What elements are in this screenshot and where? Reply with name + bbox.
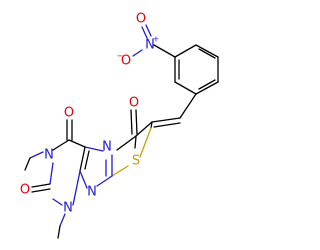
bond — [139, 127, 152, 158]
bond — [31, 188, 51, 193]
bond — [84, 150, 90, 170]
atom-oxygen-nitro-top: O — [136, 12, 146, 27]
bond — [195, 81, 219, 95]
bond — [145, 24, 152, 37]
bond — [174, 44, 197, 58]
bond — [198, 48, 216, 59]
bond — [31, 183, 51, 188]
bond — [59, 213, 66, 227]
bond — [84, 146, 104, 152]
bond — [79, 146, 86, 172]
atom-nitrogen-lower: N — [87, 185, 97, 200]
bond — [195, 44, 219, 58]
bond — [57, 225, 61, 239]
bond — [151, 117, 181, 123]
bond — [52, 198, 63, 206]
atom-nitrogen-methyl-bottom: N — [63, 201, 73, 216]
bond — [49, 162, 54, 185]
molecule-structure: O N + O − O N S N O O N N — [20, 12, 219, 239]
molecule-diagram: O N + O − O N S N O O N N — [19, 11, 219, 239]
bond — [150, 121, 153, 129]
bond — [135, 109, 138, 135]
bond — [132, 49, 143, 57]
bond — [79, 170, 88, 189]
bond — [72, 170, 81, 206]
atom-labels: O N + O − O N S N O O N N — [20, 12, 159, 216]
bond — [153, 44, 176, 58]
bond — [52, 139, 70, 151]
atom-oxygen-carbonyl-top: O — [64, 106, 74, 121]
bond — [179, 93, 197, 119]
bond — [134, 135, 137, 149]
bond — [135, 121, 153, 137]
bond — [29, 151, 44, 159]
bonds — [24, 24, 219, 239]
atom-nitrogen-nitro: N — [145, 38, 155, 53]
bond — [68, 139, 86, 148]
atom-oxygen-nitro-left: O — [121, 54, 131, 69]
bond — [96, 175, 113, 187]
charge-plus: + — [153, 35, 160, 44]
charge-minus: − — [117, 52, 124, 61]
atom-sulfur: S — [132, 154, 140, 169]
bond — [198, 79, 216, 90]
atom-nitrogen-methyl-top: N — [44, 148, 54, 163]
atom-oxygen-carbonyl-bottom: O — [20, 183, 30, 198]
bond — [111, 165, 129, 177]
bond — [130, 109, 133, 135]
bond — [116, 135, 137, 151]
bond — [24, 157, 31, 171]
atom-nitrogen-bridge: N — [102, 140, 112, 155]
bond — [153, 122, 181, 128]
atom-oxygen-exo-carbonyl: O — [129, 96, 139, 111]
bond — [141, 26, 148, 39]
bond — [174, 81, 197, 95]
